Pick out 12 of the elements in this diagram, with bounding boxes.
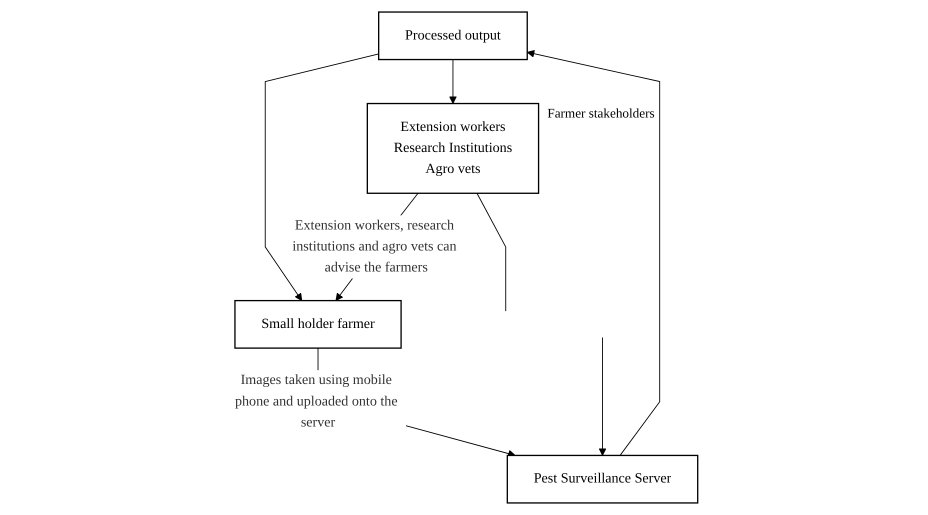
- arrow: [527, 50, 660, 456]
- arrow: [264, 53, 380, 301]
- beside-label: Farmer stakeholders: [548, 106, 655, 121]
- arrow: [449, 59, 457, 104]
- node-box: Processed output: [378, 11, 528, 60]
- edge-label: Images taken using mobile phone and uploaded onto the server: [235, 372, 398, 430]
- node-box: Small holder farmer: [234, 300, 402, 349]
- node-box: Extension workers Research Institutions Agro vets: [366, 102, 540, 194]
- arrow: [598, 337, 606, 456]
- node-box: Pest Surveillance Server: [506, 454, 698, 504]
- edge-label: Extension workers, research institutions and agro vets can advise the farmers: [292, 218, 457, 276]
- connector: [476, 192, 506, 312]
